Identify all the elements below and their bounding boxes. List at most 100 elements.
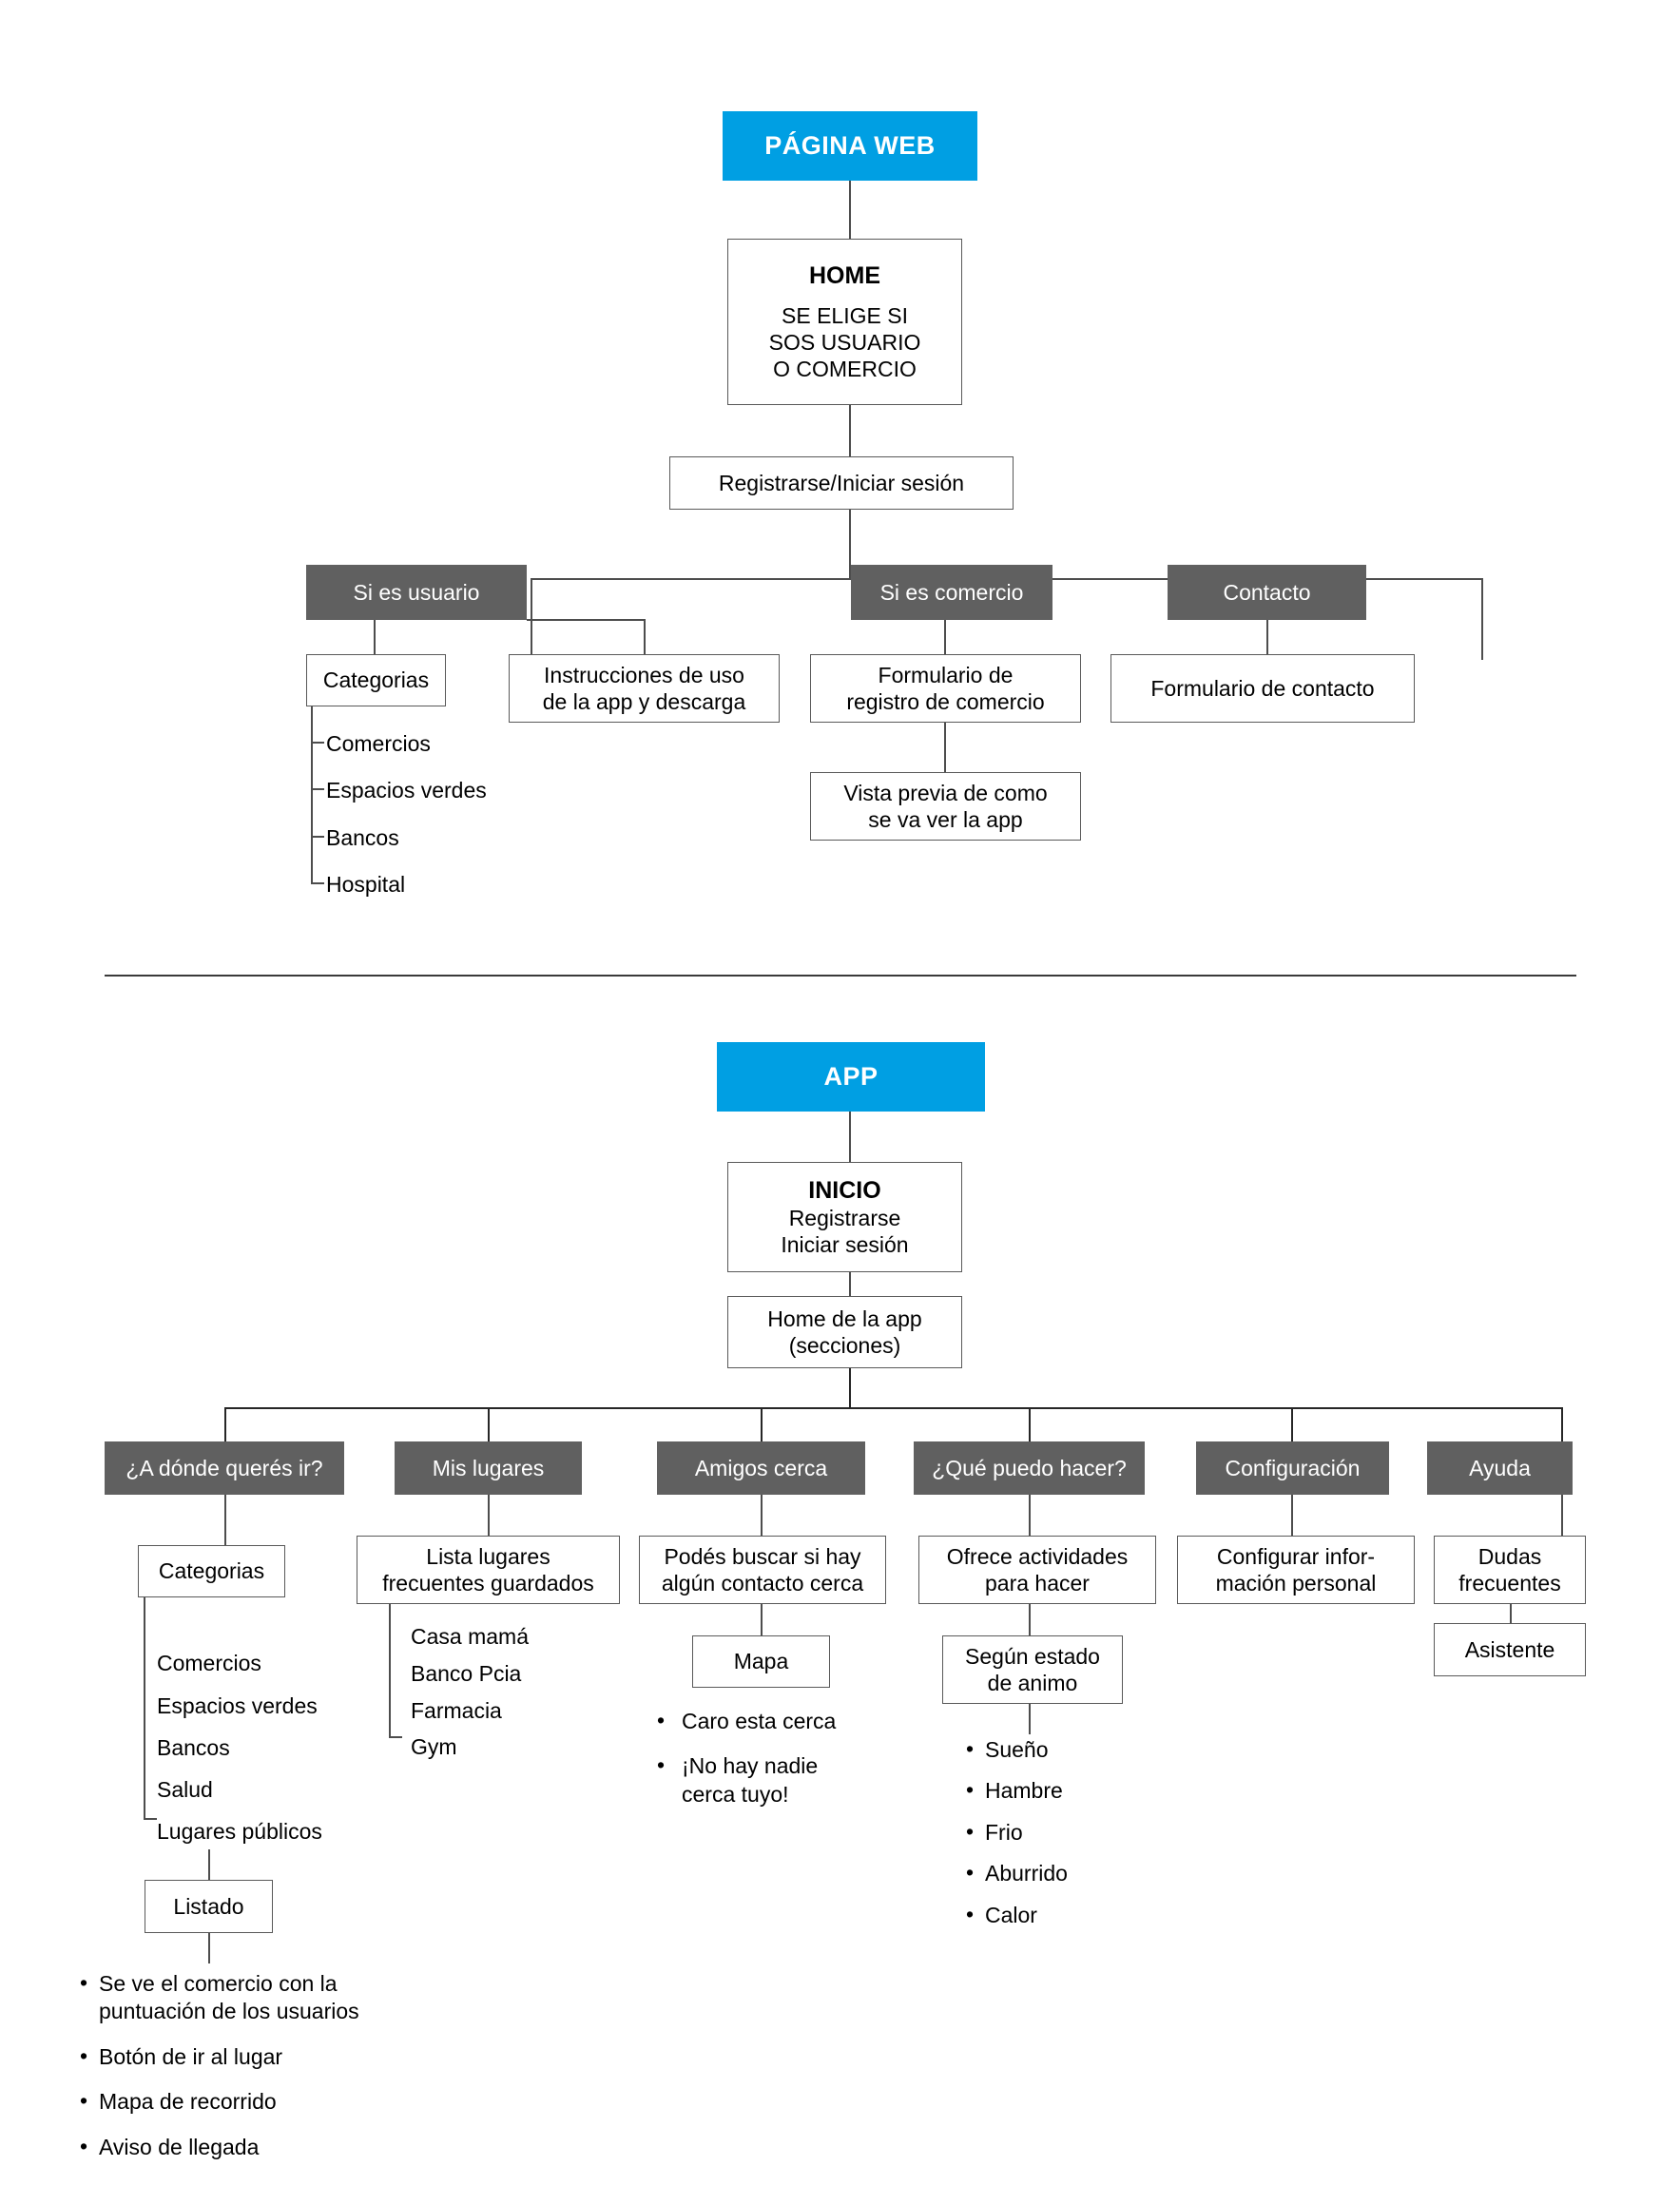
connector-app-bus: [224, 1407, 1561, 1409]
app-col-5-header: Ayuda: [1427, 1441, 1573, 1495]
app-col-4-box: Configurar infor- mación personal: [1177, 1536, 1415, 1604]
app-col-1-header-label: Mis lugares: [432, 1455, 545, 1480]
app-col-0-header-label: ¿A dónde querés ir?: [126, 1455, 323, 1480]
app-inicio-title: INICIO: [808, 1176, 881, 1204]
web-categorias-label: Categorias: [322, 667, 430, 693]
app-col-2-header: Amigos cerca: [657, 1441, 865, 1495]
app-col-0-bullet-3: Aviso de llegada: [74, 2133, 388, 2161]
connector-home-auth: [849, 405, 851, 456]
connector-col0-tree-trunk: [144, 1597, 145, 1819]
app-col-0-bullet-1: Botón de ir al lugar: [74, 2042, 388, 2071]
web-home-node: HOME SE ELIGE SI SOS USUARIO O COMERCIO: [727, 239, 962, 405]
connector-web-header-home: [849, 181, 851, 239]
connector-col1-box: [488, 1495, 490, 1536]
connector-cat-item-2: [311, 836, 324, 838]
app-col-1-item-2: Farmacia: [411, 1698, 502, 1723]
connector-listado-bullets: [208, 1933, 210, 1963]
app-col-0-box-label: Categorias: [158, 1558, 265, 1584]
app-col-2-bullets: Caro esta cerca ¡No hay nadie cerca tuyo…: [651, 1707, 889, 1822]
connector-col1-tree-last: [389, 1736, 402, 1738]
connector-bus-col-4: [1291, 1407, 1293, 1441]
app-col-0-item-4: Lugares públicos: [157, 1819, 322, 1844]
app-col-5-subbox-label: Asistente: [1464, 1636, 1555, 1662]
connector-col3-box: [1029, 1495, 1031, 1536]
connector-cat-item-3: [311, 882, 324, 884]
app-col-5-subbox: Asistente: [1434, 1623, 1586, 1676]
web-header-label: PÁGINA WEB: [764, 131, 936, 161]
app-col-1-item-1: Banco Pcia: [411, 1661, 522, 1686]
app-col-2-box-label: Podés buscar si hay algún contacto cerca: [661, 1543, 864, 1596]
web-form-comercio-label: Formulario de registro de comercio: [846, 662, 1045, 714]
app-col-1-header: Mis lugares: [395, 1441, 582, 1495]
app-col-4-header: Configuración: [1196, 1441, 1389, 1495]
connector-bus-col-2: [761, 1407, 763, 1441]
app-col-2-bullet-0: Caro esta cerca: [651, 1707, 889, 1735]
app-col-2-bullet-1: ¡No hay nadie cerca tuyo!: [651, 1751, 889, 1808]
connector-col3-subbox: [1029, 1604, 1031, 1635]
app-col-3-bullet-4: Calor: [960, 1901, 1179, 1929]
app-col-0-item-0: Comercios: [157, 1651, 261, 1675]
web-instrucciones-label: Instrucciones de uso de la app y descarg…: [542, 662, 746, 714]
app-col-1-item-0: Casa mamá: [411, 1624, 529, 1649]
app-col-3-subbox-label: Según estado de animo: [965, 1643, 1100, 1695]
web-auth-label: Registrarse/Iniciar sesión: [718, 470, 965, 495]
web-form-comercio-box: Formulario de registro de comercio: [810, 654, 1081, 723]
connector-categorias-trunk: [311, 706, 313, 883]
connector-apphome-bus: [849, 1368, 851, 1407]
connector-col5-box: [1561, 1495, 1563, 1536]
connector-col2-mapa: [761, 1604, 763, 1635]
app-col-0-item-2: Bancos: [157, 1735, 230, 1760]
web-form-contacto-label: Formulario de contacto: [1150, 675, 1375, 701]
app-home-node: Home de la app (secciones): [727, 1296, 962, 1368]
app-col-3-box-label: Ofrece actividades para hacer: [946, 1543, 1129, 1596]
app-col-5-box-label: Dudas frecuentes: [1458, 1543, 1561, 1596]
app-header-label: APP: [823, 1062, 879, 1092]
web-branch-comercio-header: Si es comercio: [851, 565, 1052, 620]
app-col-3-bullet-0: Sueño: [960, 1735, 1179, 1764]
app-col-2-header-label: Amigos cerca: [694, 1455, 828, 1480]
connector-bus-col-5: [1561, 1407, 1563, 1441]
web-cat-item-espacios: Espacios verdes: [326, 778, 487, 803]
web-form-contacto-box: Formulario de contacto: [1110, 654, 1415, 723]
app-col-3-bullet-1: Hambre: [960, 1776, 1179, 1805]
connector-col0-listado: [208, 1849, 210, 1880]
app-col-3-bullet-3: Aburrido: [960, 1859, 1179, 1887]
app-col-2-box: Podés buscar si hay algún contacto cerca: [639, 1536, 886, 1604]
connector-usuario-instr-v: [644, 619, 646, 654]
app-col-0-subbox-label: Listado: [173, 1893, 244, 1919]
connector-comercio-form: [944, 620, 946, 654]
app-col-0-header: ¿A dónde querés ir?: [105, 1441, 344, 1495]
app-col-0-item-3: Salud: [157, 1777, 213, 1802]
connector-col0-box: [224, 1495, 226, 1545]
app-col-3-header-label: ¿Qué puedo hacer?: [932, 1455, 1127, 1480]
app-col-5-header-label: Ayuda: [1469, 1455, 1531, 1480]
connector-app-header-inicio: [849, 1112, 851, 1162]
web-cat-item-bancos: Bancos: [326, 825, 399, 850]
app-col-5-box: Dudas frecuentes: [1434, 1536, 1586, 1604]
connector-auth-bus: [849, 510, 851, 578]
connector-inicio-home: [849, 1272, 851, 1296]
app-col-2-subbox-label: Mapa: [733, 1649, 789, 1674]
web-auth-node: Registrarse/Iniciar sesión: [669, 456, 1014, 510]
app-col-4-header-label: Configuración: [1225, 1455, 1361, 1480]
connector-bus-contacto: [1481, 578, 1483, 660]
app-home-label: Home de la app (secciones): [767, 1306, 922, 1358]
connector-usuario-instr-h: [527, 619, 645, 621]
connector-bus-col-0: [224, 1407, 226, 1441]
connector-cat-item-1: [311, 788, 324, 790]
connector-col4-box: [1291, 1495, 1293, 1536]
connector-bus-col-3: [1029, 1407, 1031, 1441]
app-col-0-bullet-2: Mapa de recorrido: [74, 2087, 388, 2116]
app-col-3-header: ¿Qué puedo hacer?: [914, 1441, 1145, 1495]
app-col-2-subbox: Mapa: [692, 1635, 830, 1688]
app-col-1-item-3: Gym: [411, 1734, 457, 1759]
app-col-0-bullets: Se ve el comercio con la puntuación de l…: [74, 1969, 388, 2175]
connector-col2-box: [761, 1495, 763, 1536]
connector-col3-bullets: [1029, 1704, 1031, 1734]
web-cat-item-comercios: Comercios: [326, 731, 431, 756]
connector-cat-item-0: [311, 742, 324, 744]
connector-form-vista: [944, 723, 946, 772]
app-col-0-box: Categorias: [138, 1545, 285, 1597]
web-instrucciones-box: Instrucciones de uso de la app y descarg…: [509, 654, 780, 723]
